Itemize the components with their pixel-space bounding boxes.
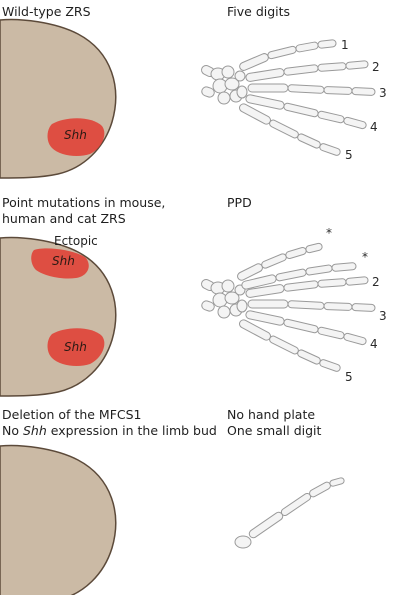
forearm-bone	[201, 86, 215, 98]
digit-bone	[247, 299, 289, 309]
digit-bone	[283, 280, 319, 292]
shh-domain-posterior	[47, 328, 105, 366]
digit-bone	[287, 84, 325, 94]
shh-label-wildtype: Shh	[64, 128, 87, 142]
forearm-bone	[201, 300, 215, 312]
digit-bone	[305, 264, 333, 276]
digit-label-5: 5	[345, 148, 353, 162]
digit-bone	[297, 349, 321, 365]
shh-label-posterior: Shh	[64, 340, 87, 354]
digit-bone	[317, 326, 345, 340]
ppd-digit-label-3: 3	[379, 309, 387, 323]
digit-label-4: 4	[370, 120, 378, 134]
digit-bone	[261, 253, 287, 269]
carpal-bone	[221, 279, 235, 293]
digit-bone	[317, 278, 347, 288]
digit-label-2: 2	[372, 60, 380, 74]
digit-bone	[280, 492, 312, 517]
hand-skeleton-ppd	[201, 242, 376, 372]
extra-digit-marker-2: *	[362, 250, 368, 264]
digit-bone	[351, 87, 376, 96]
ppd-digit-label-5: 5	[345, 370, 353, 384]
digit-bone	[323, 86, 353, 95]
carpal-bone	[217, 91, 231, 105]
single-digit-skeleton	[234, 477, 345, 549]
digit-bone	[351, 303, 376, 312]
digit-bone	[297, 133, 321, 149]
ectopic-label: Ectopic	[54, 234, 98, 248]
digit-label-3: 3	[379, 86, 387, 100]
digit-bone	[317, 62, 347, 72]
digit-bone	[269, 335, 299, 355]
digit-bone	[317, 110, 345, 124]
carpal-bone	[217, 305, 231, 319]
digit-bone	[239, 53, 269, 71]
limb-bud-wildtype	[0, 18, 117, 179]
digit-label-1: 1	[341, 38, 349, 52]
carpal-bone	[221, 65, 235, 79]
digit-bone	[343, 332, 367, 346]
panel3-heading-suffix: expression in the limb bud	[46, 423, 217, 438]
panel3-heading-shh: Shh	[22, 423, 47, 438]
digit-bone	[319, 143, 341, 156]
digit-bone	[345, 276, 369, 286]
digit-bone	[247, 83, 289, 93]
shh-domain-wildtype	[47, 118, 105, 156]
panel3-heading-line1: Deletion of the MFCS1	[2, 407, 142, 422]
carpal-bone	[224, 77, 240, 91]
digit-bone	[283, 318, 319, 334]
extra-digit-marker-1: *	[326, 226, 332, 240]
carpal-bone	[236, 299, 248, 313]
carpal-bone	[234, 535, 252, 549]
ppd-digit-label-4: 4	[370, 337, 378, 351]
carpal-bone	[234, 70, 246, 82]
digit-bone	[305, 242, 323, 254]
digit-bone	[267, 45, 297, 60]
shh-domain-ectopic	[31, 248, 89, 279]
limb-bud-deletion	[0, 444, 117, 595]
digit-bone	[283, 102, 319, 118]
digit-bone	[285, 247, 307, 259]
carpal-bone	[236, 85, 248, 99]
panel2-heading-line1: Point mutations in mouse,	[2, 195, 166, 210]
digit-bone	[343, 116, 367, 130]
panel3-heading-line2: No Shh expression in the limb bud	[2, 423, 217, 439]
carpal-bone	[224, 291, 240, 305]
digit-bone	[295, 41, 319, 53]
digit-bone	[287, 300, 325, 310]
digit-bone	[269, 119, 299, 139]
digit-bone	[329, 477, 345, 487]
digit-bone	[283, 64, 319, 76]
digit-bone	[345, 60, 369, 70]
digit-bone	[319, 359, 341, 372]
panel2-right-heading: PPD	[227, 195, 252, 210]
panel1-right-heading: Five digits	[227, 4, 291, 19]
digit-bone	[317, 39, 337, 49]
digit-bone	[323, 302, 353, 311]
panel2-heading-line2: human and cat ZRS	[2, 211, 126, 226]
ppd-digit-label-2: 2	[372, 275, 380, 289]
digit-bone	[275, 268, 307, 282]
digit-bone	[248, 511, 284, 539]
panel3-right-heading-line2: One small digit	[227, 423, 322, 438]
panel3-heading-prefix: No	[2, 423, 23, 438]
digit-bone	[245, 68, 285, 82]
panel3-right-heading-line1: No hand plate	[227, 407, 316, 422]
digit-bone	[309, 481, 331, 498]
digit-bone	[331, 262, 357, 272]
hand-skeleton-five-digits	[201, 39, 376, 156]
panel1-heading: Wild-type ZRS	[2, 4, 91, 19]
shh-label-ectopic: Shh	[52, 254, 75, 268]
